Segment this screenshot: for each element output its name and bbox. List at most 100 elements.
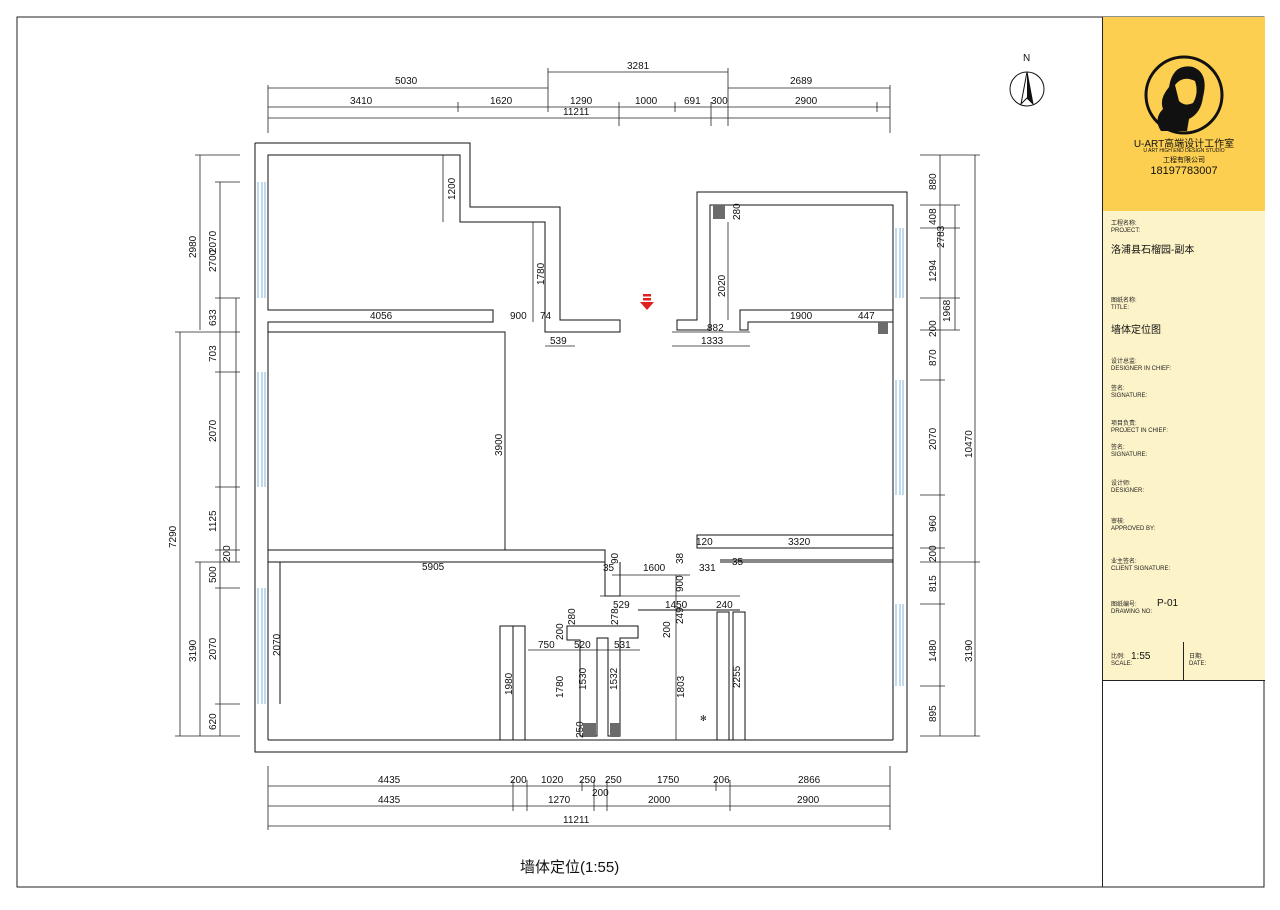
top-dim-label: 1620: [490, 96, 513, 107]
top-dim-labels: 5030 3281 2689 3410 1620 1290 1000 691 3…: [350, 61, 818, 118]
right-dim-label: 200: [928, 320, 939, 337]
studio-name: U-ART高端设计工作室: [1133, 139, 1235, 150]
chief-row: 设计总监: DESIGNER IN CHIEF: 签名: SIGNATURE:: [1103, 349, 1265, 412]
interior-dim-label: 1780: [536, 262, 547, 285]
right-dim-label: 870: [928, 349, 939, 366]
studio-phone: 18197783007: [1150, 165, 1218, 177]
left-dim-label: 2980: [188, 235, 199, 258]
interior-dim-label: 1450: [665, 600, 688, 611]
interior-dim-label: 520: [574, 640, 591, 651]
interior-dim-label: 120: [696, 537, 713, 548]
interior-dim-label: 280: [732, 203, 743, 220]
bottom-dimensions: [267, 766, 891, 830]
interior-dim-label: 1530: [578, 667, 589, 690]
interior-dim-label: 539: [550, 336, 567, 347]
top-dim-label: 2900: [795, 96, 818, 107]
pm-row: 项目负责: PROJECT IN CHIEF: 签名: SIGNATURE:: [1103, 411, 1265, 470]
interior-dim-label: 2020: [717, 274, 728, 297]
pm-label: 项目负责:: [1111, 421, 1137, 427]
top-dim-label: 691: [684, 96, 701, 107]
entry-arrow-icon: [640, 294, 654, 310]
title-label-en: TITLE:: [1111, 305, 1130, 311]
bottom-dim-label: 1750: [657, 775, 680, 786]
interior-dim-label: 1333: [701, 336, 724, 347]
bottom-dim-label: 200: [592, 788, 609, 799]
right-dim-label: 895: [928, 705, 939, 722]
left-dim-label: 7290: [168, 525, 179, 548]
chief-label: 设计总监:: [1111, 359, 1137, 365]
bottom-dim-label: 206: [713, 775, 730, 786]
left-dim-label: 703: [208, 345, 219, 362]
interior-dim-label: 1803: [676, 675, 687, 698]
left-dim-label: 2700: [208, 249, 219, 272]
interior-dim-labels: 1200 1780 4056 900 74 539 3900 2020 280 …: [272, 155, 875, 740]
interior-dim-label: 74: [540, 311, 552, 322]
right-dim-label: 1968: [942, 299, 953, 322]
right-dim-label: 200: [928, 545, 939, 562]
bottom-dim-label: 4435: [378, 775, 401, 786]
north-label: N: [1023, 53, 1030, 64]
left-dim-label: 1125: [208, 510, 219, 532]
title-block: U-ART高端设计工作室 U ART HIGH END DESIGN STUDI…: [1102, 17, 1265, 887]
interior-dim-label: 250: [575, 721, 586, 738]
interior-dim-label: 1980: [504, 672, 515, 695]
right-dim-label: 1480: [928, 639, 939, 662]
right-dim-label: 815: [928, 575, 939, 592]
bottom-dim-label: 4435: [378, 795, 401, 806]
drawing-no-row: 图纸编号: DRAWING NO: P-01: [1103, 586, 1265, 643]
interior-dim-label: 278: [610, 608, 621, 625]
interior-dim-label: 240: [716, 600, 733, 611]
drawing-no-label-en: DRAWING NO:: [1111, 609, 1153, 615]
floor-drain-icon: ✻: [700, 714, 707, 723]
interior-dim-label: 2070: [272, 633, 283, 656]
project-value: 洛浦县石榴园-副本: [1111, 245, 1195, 256]
column-block: [583, 723, 596, 737]
title-value: 墙体定位图: [1111, 325, 1161, 336]
interior-dim-label: 200: [555, 623, 566, 640]
interior-dim-label: 531: [614, 640, 631, 651]
studio-logo-icon: [1144, 55, 1224, 135]
project-row: 工程名称: PROJECT: 洛浦县石榴园-副本: [1103, 211, 1265, 289]
top-dim-label: 3410: [350, 96, 373, 107]
studio-name-en: U ART HIGH END DESIGN STUDIO: [1143, 148, 1225, 154]
left-dim-label: 3190: [188, 639, 199, 662]
approved-label-en: APPROVED BY:: [1111, 526, 1156, 532]
bottom-dim-label: 1270: [548, 795, 571, 806]
interior-dim-label: 1600: [643, 563, 666, 574]
drawing-no-label: 图纸编号:: [1111, 602, 1137, 608]
column-block: [610, 723, 620, 737]
left-dim-label: 2070: [208, 230, 219, 253]
interior-dim-label: 900: [675, 575, 686, 592]
interior-dim-label: 1780: [555, 675, 566, 698]
right-dim-label: 408: [928, 208, 939, 225]
drawing-no-value: P-01: [1157, 598, 1179, 609]
bottom-dim-labels: 4435 200 1020 250 250 1750 206 2866 4435…: [378, 775, 821, 826]
interior-dim-label: 900: [510, 311, 527, 322]
chief-label-en: DESIGNER IN CHIEF:: [1111, 366, 1172, 372]
interior-dim-label: 5905: [422, 562, 445, 573]
left-dimensions: [175, 154, 240, 737]
project-label: 工程名称:: [1111, 221, 1137, 227]
interior-dim-label: 1900: [790, 311, 813, 322]
top-dim-label: 5030: [395, 76, 418, 87]
bottom-dim-label: 1020: [541, 775, 564, 786]
interior-dim-label: 750: [538, 640, 555, 651]
right-dimensions: [920, 154, 980, 737]
drawing-caption: 墙体定位(1:55): [520, 859, 619, 876]
studio-logo-panel: U-ART高端设计工作室 U ART HIGH END DESIGN STUDI…: [1103, 17, 1265, 212]
approved-label: 审核:: [1111, 519, 1125, 525]
interior-dim-label: 280: [567, 608, 578, 625]
bottom-dim-label: 2866: [798, 775, 821, 786]
interior-dim-label: 35: [732, 557, 744, 568]
interior-dim-label: 90: [610, 552, 621, 564]
right-dim-label: 3190: [964, 639, 975, 662]
interior-dim-label: 529: [613, 600, 630, 611]
client-label-en: CLIENT SIGNATURE:: [1111, 566, 1171, 572]
interior-dim-label: 249: [675, 607, 686, 624]
right-dim-label: 2783: [936, 225, 947, 248]
top-dimensions: [267, 68, 891, 133]
top-dim-label: 1290: [570, 96, 593, 107]
left-dim-label: 620: [208, 713, 219, 730]
scale-label: 比例:: [1111, 654, 1125, 660]
